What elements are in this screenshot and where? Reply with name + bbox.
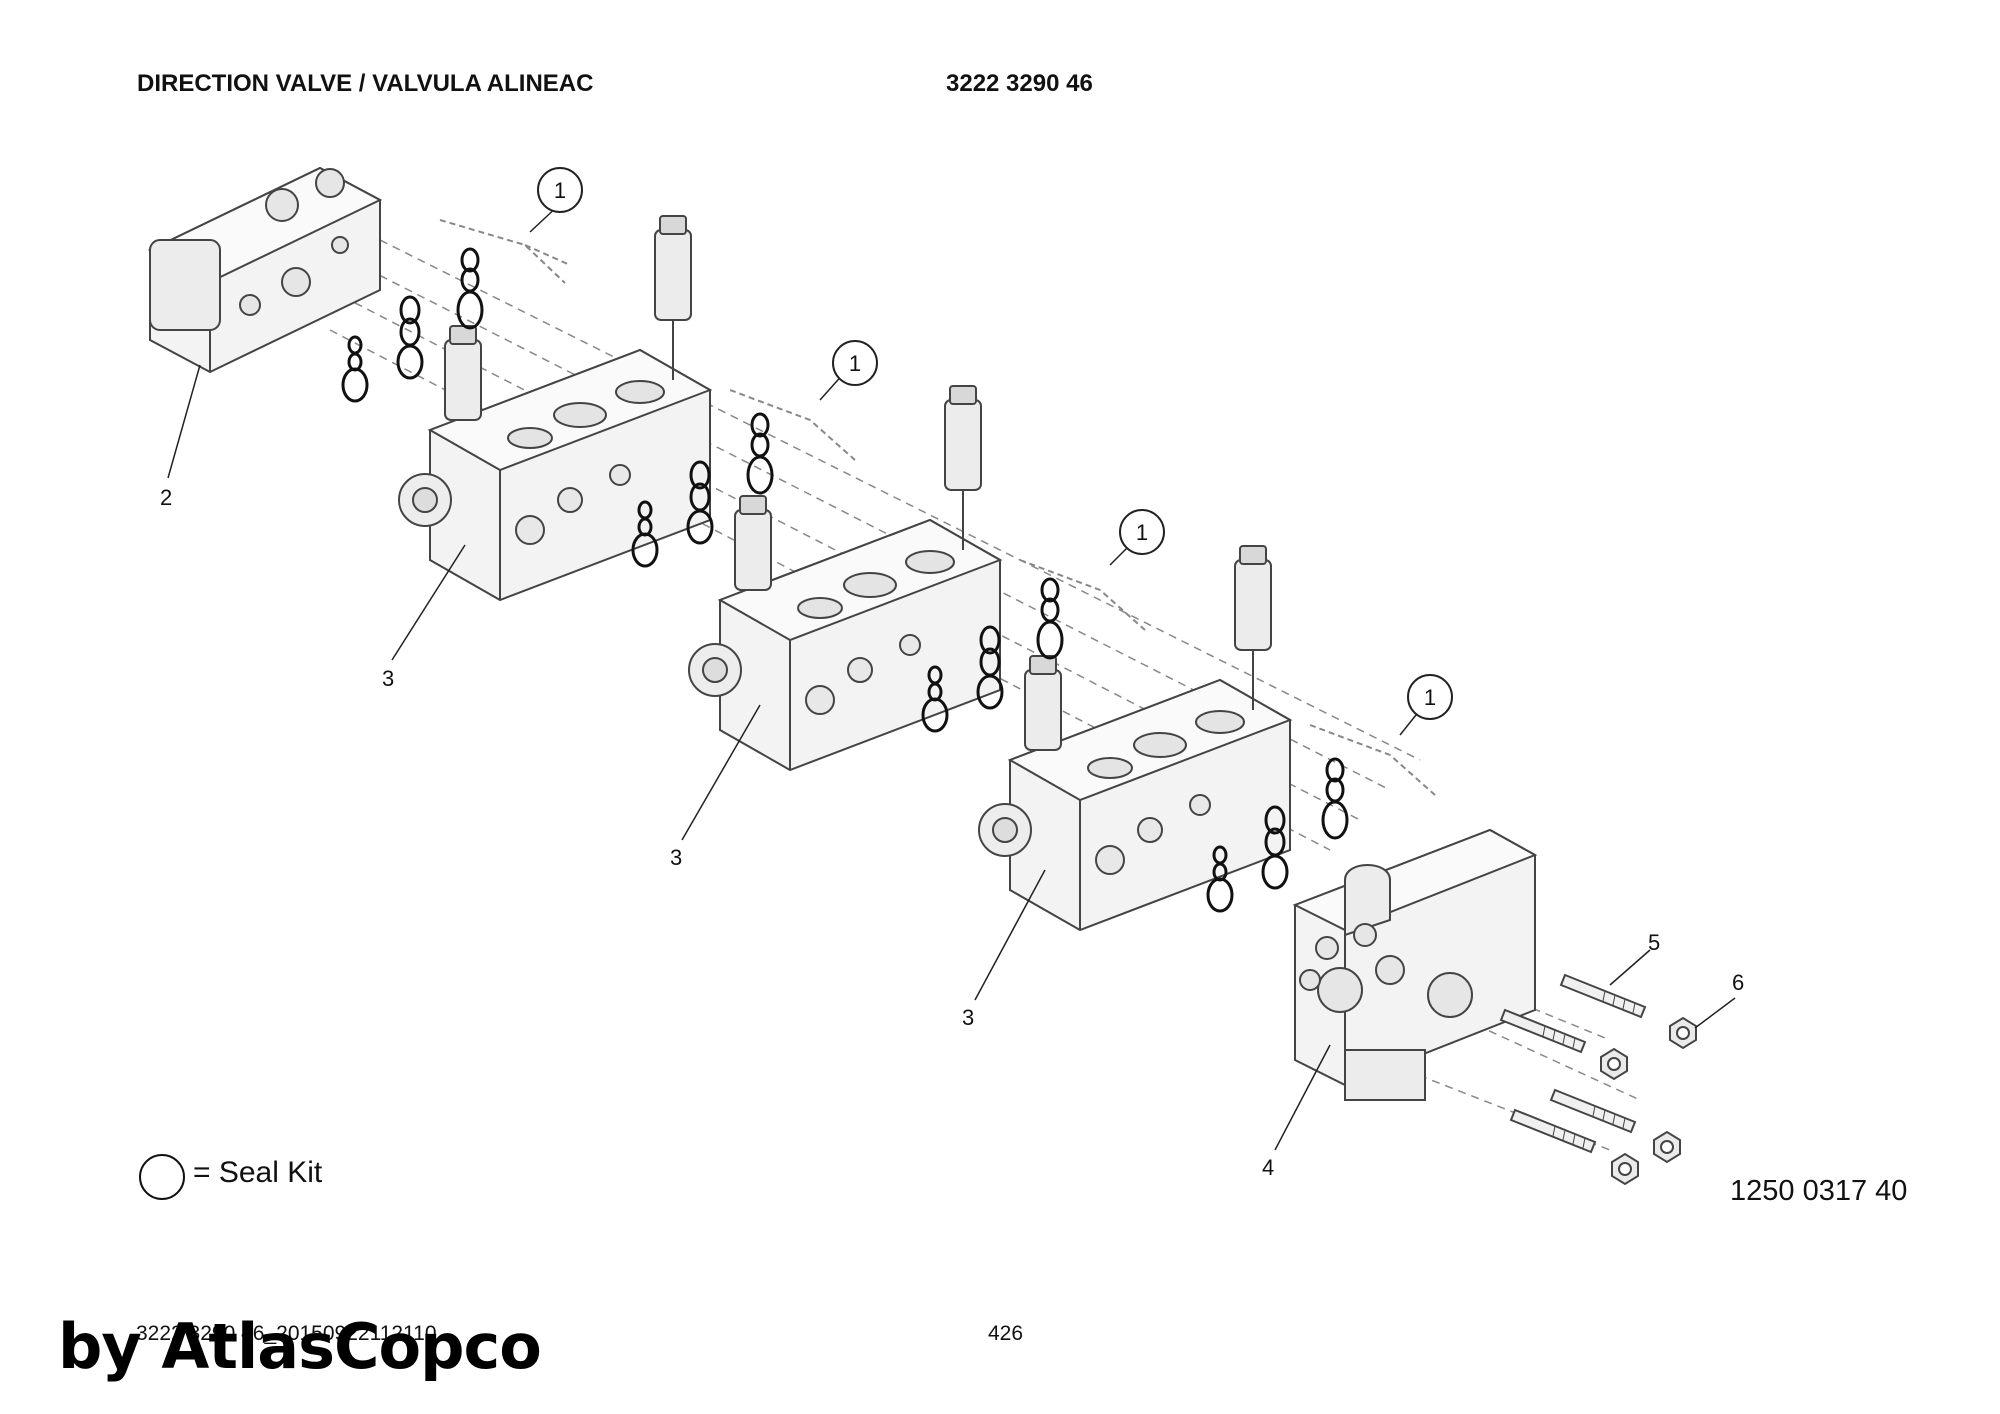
diagram-title: DIRECTION VALVE / VALVULA ALINEAC xyxy=(137,70,594,97)
callout-1c: 1 xyxy=(1119,509,1165,555)
svg-text:1: 1 xyxy=(849,351,861,376)
callout-5: 5 xyxy=(1648,930,1660,955)
svg-text:1: 1 xyxy=(1424,685,1436,710)
outlet-section xyxy=(1292,828,1538,1101)
callout-4: 4 xyxy=(1262,1155,1274,1180)
callout-1a: 1 xyxy=(537,167,583,213)
valve-section-3 xyxy=(978,545,1291,931)
nuts xyxy=(1600,1017,1697,1185)
callout-3a: 3 xyxy=(382,666,394,691)
part-number: 3222 3290 46 xyxy=(946,70,1093,97)
seal-kit-braces xyxy=(439,219,1436,796)
watermark: by AtlasCopco xyxy=(58,1310,542,1383)
footer-page-number: 426 xyxy=(988,1322,1024,1345)
callout-2: 2 xyxy=(160,485,172,510)
callout-6: 6 xyxy=(1732,970,1744,995)
svg-text:1: 1 xyxy=(554,178,566,203)
callout-1b: 1 xyxy=(832,340,878,386)
drawing-number: 1250 0317 40 xyxy=(1730,1175,1908,1207)
callout-1d: 1 xyxy=(1407,674,1453,720)
legend-seal-kit: = Seal Kit xyxy=(193,1156,323,1189)
inlet-section xyxy=(147,166,383,374)
svg-text:1: 1 xyxy=(1136,520,1148,545)
valve-section-2 xyxy=(688,385,1001,771)
callout-3c: 3 xyxy=(962,1005,974,1030)
footer-doc-id: 3222 3290 46_20150922112110 xyxy=(136,1322,437,1345)
callout-3b: 3 xyxy=(670,845,682,870)
leader-lines xyxy=(167,203,1736,1151)
seal-kit-legend-symbol xyxy=(139,1154,185,1200)
